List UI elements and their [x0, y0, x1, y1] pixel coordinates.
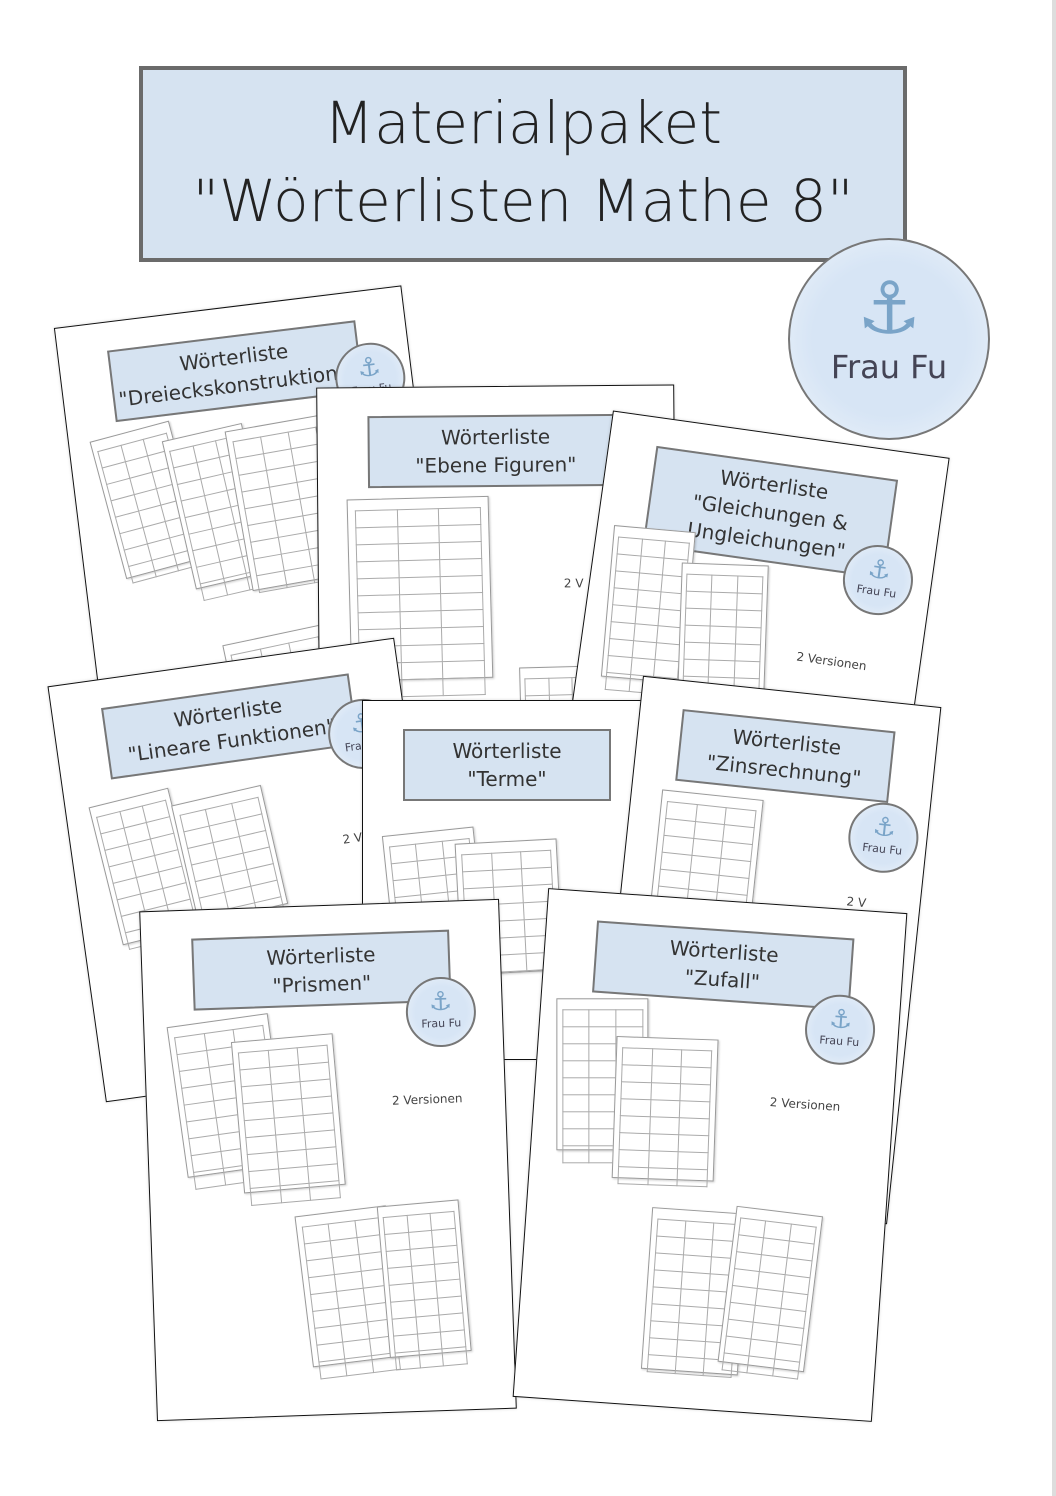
- mini-worksheet: [376, 1199, 472, 1370]
- mini-worksheet: [611, 1036, 719, 1187]
- card-title: Wörterliste"Zinsrechnung": [674, 709, 896, 804]
- brand-logo-small: ⚓Frau Fu: [802, 992, 878, 1068]
- brand-logo: ⚓ Frau Fu: [788, 238, 990, 440]
- brand-logo-small: ⚓Frau Fu: [838, 540, 918, 620]
- mini-worksheet: [230, 1033, 346, 1206]
- title-banner: Materialpaket "Wörterlisten Mathe 8": [139, 66, 907, 262]
- logo-text: Frau Fu: [421, 1016, 462, 1031]
- card-label: Wörterliste: [452, 739, 562, 763]
- card-label: Wörterliste: [440, 424, 551, 450]
- page-border: [1052, 0, 1056, 1496]
- worksheet-preview-card: Wörterliste"Zufall"⚓Frau Fu 2 Versionen: [512, 888, 908, 1422]
- title-line-1: Materialpaket: [324, 89, 722, 157]
- card-title: Wörterliste"Zufall": [592, 920, 855, 1011]
- mini-worksheet: [717, 1205, 824, 1379]
- brand-logo-small: ⚓Frau Fu: [844, 799, 922, 877]
- brand-logo-small: ⚓Frau Fu: [404, 975, 478, 1049]
- versions-label: 2 Versionen: [769, 1095, 841, 1114]
- anchor-icon: ⚓: [428, 986, 453, 1018]
- versions-label: 2 Versionen: [391, 1091, 463, 1108]
- anchor-icon: ⚓: [856, 266, 922, 350]
- card-topic: "Ebene Figuren": [415, 452, 577, 478]
- card-title: Wörterliste"Ebene Figuren": [367, 413, 625, 489]
- card-topic: "Terme": [467, 767, 547, 791]
- versions-label: 2 V: [563, 576, 584, 591]
- versions-label: 2 Versionen: [795, 649, 868, 674]
- logo-text: Frau Fu: [830, 348, 948, 386]
- card-title: Wörterliste "Terme": [403, 729, 611, 801]
- anchor-icon: ⚓: [828, 1004, 854, 1036]
- title-line-2: "Wörterlisten Mathe 8": [192, 167, 854, 235]
- versions-label: 2 V: [845, 894, 867, 911]
- card-title: Wörterliste"Lineare Funktionen": [100, 673, 359, 780]
- mini-worksheet: [677, 562, 769, 698]
